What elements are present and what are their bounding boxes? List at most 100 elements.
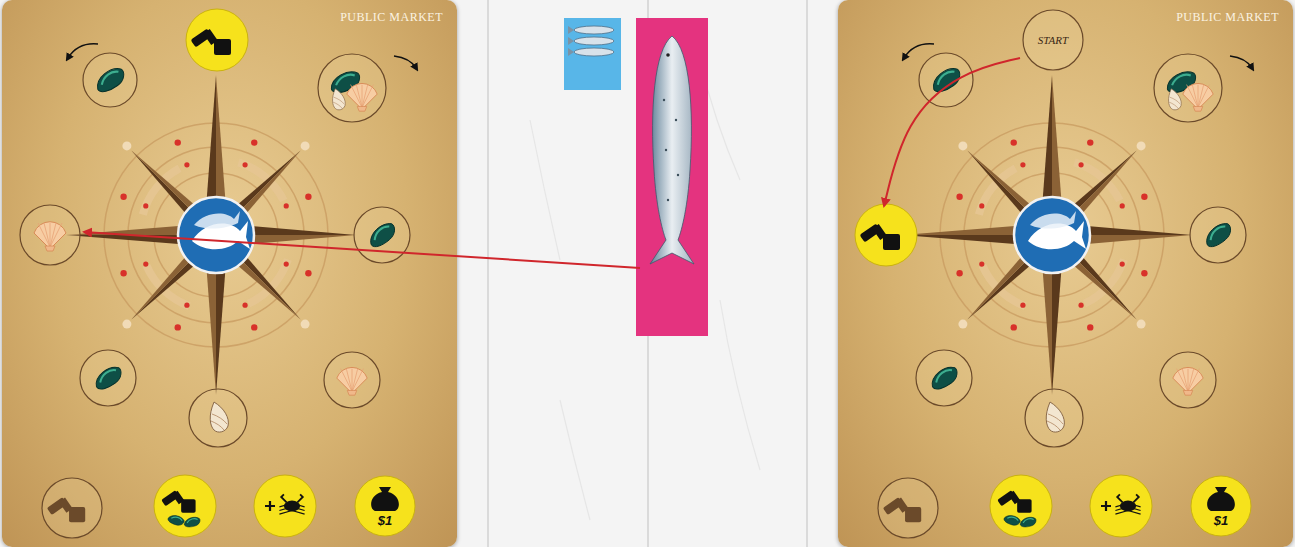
compass [902, 75, 1192, 395]
whelk-line [1169, 97, 1180, 108]
sardine-tail [568, 26, 574, 34]
scallop-rib [1198, 85, 1209, 108]
pale-dot [301, 141, 310, 150]
card-title: PUBLIC MARKET [340, 10, 443, 25]
yellow-slot [1090, 475, 1152, 537]
crab-claw [297, 494, 302, 502]
pale-dot [958, 320, 967, 329]
scallop-rib [1182, 369, 1188, 392]
fish-medallion [178, 197, 254, 273]
red-dot [956, 270, 962, 276]
red-dot [242, 162, 247, 167]
mussel-shell [92, 364, 125, 393]
plus-sign [1101, 501, 1111, 511]
yellow-slot [1191, 476, 1251, 536]
whelk-line [211, 414, 227, 430]
scallop-hinge [347, 390, 357, 395]
slot-ring [1154, 54, 1222, 122]
scallop-rib [50, 223, 56, 247]
card-title: PUBLIC MARKET [1176, 10, 1279, 25]
mussel-shine [1170, 73, 1192, 86]
slot-ring [1190, 207, 1246, 263]
scallop-rib [1198, 85, 1204, 108]
whelk [333, 89, 346, 110]
direction-arrow [1230, 56, 1252, 68]
scallop [1173, 367, 1203, 395]
start-circle: START [1022, 9, 1084, 71]
whelk [1046, 402, 1064, 432]
scallop-rib [38, 223, 50, 247]
red-dot [979, 261, 984, 266]
pale-dot [301, 320, 310, 329]
scallop-rib [50, 223, 51, 247]
red-dot [1120, 203, 1125, 208]
action-icon [161, 490, 195, 512]
mussel-shell [1202, 220, 1235, 250]
red-dot [1087, 324, 1093, 330]
crab [279, 494, 304, 514]
slot-ring [878, 478, 938, 538]
scallop [347, 83, 377, 111]
red-arrow [884, 58, 1020, 206]
card-art [838, 0, 1293, 547]
slot-ring [1025, 389, 1083, 447]
card-art [2, 0, 457, 547]
mussel [167, 513, 185, 527]
red-dot [1120, 261, 1125, 266]
crab-body [284, 501, 300, 512]
scallop-rib [1188, 369, 1199, 392]
mussel [1003, 513, 1021, 527]
red-dot [120, 270, 126, 276]
coin-slot: $1 [1190, 475, 1252, 537]
crate [1017, 499, 1031, 513]
red-dot [284, 261, 289, 266]
salmon-spot [677, 174, 679, 176]
slot-ring [1160, 352, 1216, 408]
mussel-shine [371, 224, 390, 240]
crab [1115, 494, 1140, 514]
direction-arrow [904, 44, 934, 58]
pale-dot [1137, 141, 1146, 150]
coin-value: $1 [1214, 513, 1228, 528]
slot-ring [354, 207, 410, 263]
mussel-shine [935, 69, 956, 84]
yellow-slot [855, 204, 917, 266]
red-dot [284, 203, 289, 208]
mussel [183, 516, 201, 528]
red-dot [305, 270, 311, 276]
action-icon [47, 497, 85, 522]
crab-body [1120, 501, 1136, 512]
slot-ring [42, 478, 102, 538]
mussel-shine [933, 368, 953, 383]
crate [883, 234, 900, 250]
crate [69, 507, 85, 522]
red-dot [1141, 194, 1147, 200]
red-dot [120, 194, 126, 200]
scallop-shell [1183, 83, 1213, 109]
crate [214, 39, 231, 55]
compass [66, 75, 356, 395]
mussel-shell [1003, 513, 1021, 527]
mussel [1019, 516, 1037, 528]
mussel [366, 220, 399, 250]
mussel-shell [366, 220, 399, 250]
red-dot [242, 303, 247, 308]
plus-sign [265, 501, 275, 511]
market-card: PUBLIC MARKET START $1 [838, 0, 1293, 547]
pale-dot [122, 320, 131, 329]
pale-dot [1137, 320, 1146, 329]
crate [181, 499, 195, 513]
tuna-silhouette [1030, 211, 1076, 229]
scallop-rib [362, 85, 363, 108]
whelk-line [333, 97, 344, 108]
slot-ring [20, 205, 80, 265]
action-icon [860, 224, 900, 250]
mussel-shine [187, 518, 198, 523]
slot-ring [916, 350, 972, 406]
slot-ring [318, 54, 386, 122]
whelk-shell [1046, 402, 1064, 432]
red-dot [1011, 324, 1017, 330]
scallop-rib [352, 369, 353, 392]
whelk [1169, 89, 1182, 110]
